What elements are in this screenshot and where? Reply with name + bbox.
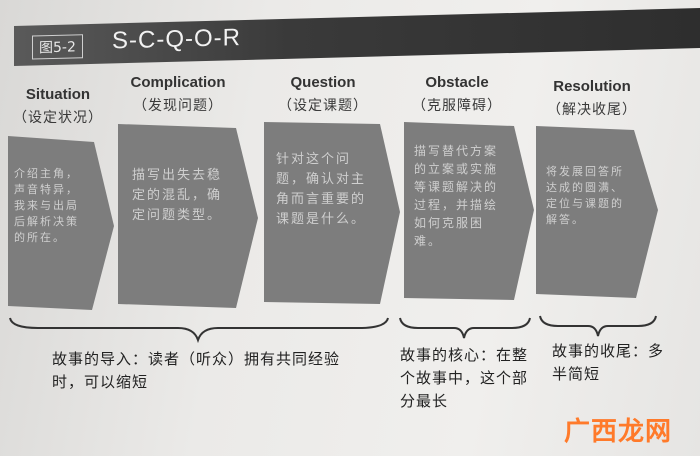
note-intro: 故事的导入：读者（听众）拥有共同经验时，可以缩短	[52, 350, 341, 391]
stage-en-label: Complication	[130, 74, 226, 91]
brace-ending	[539, 315, 657, 337]
stage-header-obstacle: Obstacle （克服障碍）	[398, 74, 516, 115]
stage-cn-label: （解决收尾）	[547, 102, 637, 118]
stage-header-situation: Situation （设定状况）	[8, 86, 108, 127]
stage-en-label: Question	[290, 74, 356, 91]
stage-description: 描写出失去稳定的混乱，确定问题类型。	[132, 168, 223, 223]
note-core: 故事的核心：在整个故事中，这个部分最长	[400, 346, 529, 410]
stage-cn-label: （克服障碍）	[412, 98, 502, 114]
stage-en-label: Obstacle	[425, 74, 489, 91]
stage-arrow-situation: 介绍主角，声音特异，我来与出局后解析决策的所在。	[8, 134, 116, 312]
stage-description: 介绍主角，声音特异，我来与出局后解析决策的所在。	[14, 167, 79, 244]
stage-cn-label: （设定状况）	[13, 110, 103, 126]
figure-tag: 图5-2	[32, 34, 83, 60]
stage-arrow-obstacle: 描写替代方案的立案或实施等课题解决的过程，并描绘如何克服困难。	[404, 120, 536, 306]
stage-header-question: Question （设定课题）	[262, 74, 384, 115]
stage-description: 针对这个问题，确认对主角而言重要的课题是什么。	[276, 152, 367, 227]
stage-cn-label: （设定课题）	[278, 98, 368, 114]
stage-arrow-resolution: 将发展回答所达成的圆满、定位与课题的解答。	[536, 124, 660, 306]
stage-header-complication: Complication （发现问题）	[112, 74, 244, 115]
stage-en-label: Resolution	[553, 78, 631, 95]
stage-arrow-complication: 描写出失去稳定的混乱，确定问题类型。	[118, 122, 260, 312]
stage-description: 描写替代方案的立案或实施等课题解决的过程，并描绘如何克服困难。	[414, 144, 499, 248]
stage-cn-label: （发现问题）	[133, 98, 223, 114]
note-ending: 故事的收尾：多半简短	[552, 342, 665, 383]
figure-title: S-C-Q-O-R	[112, 24, 241, 55]
watermark-logo: 广西龙网	[563, 417, 672, 447]
stage-header-resolution: Resolution （解决收尾）	[534, 78, 650, 119]
brace-intro	[9, 317, 389, 344]
brace-core	[399, 317, 531, 339]
stage-arrow-question: 针对这个问题，确认对主角而言重要的课题是什么。	[264, 120, 402, 310]
stage-description: 将发展回答所达成的圆满、定位与课题的解答。	[546, 165, 624, 226]
stage-en-label: Situation	[25, 86, 91, 103]
